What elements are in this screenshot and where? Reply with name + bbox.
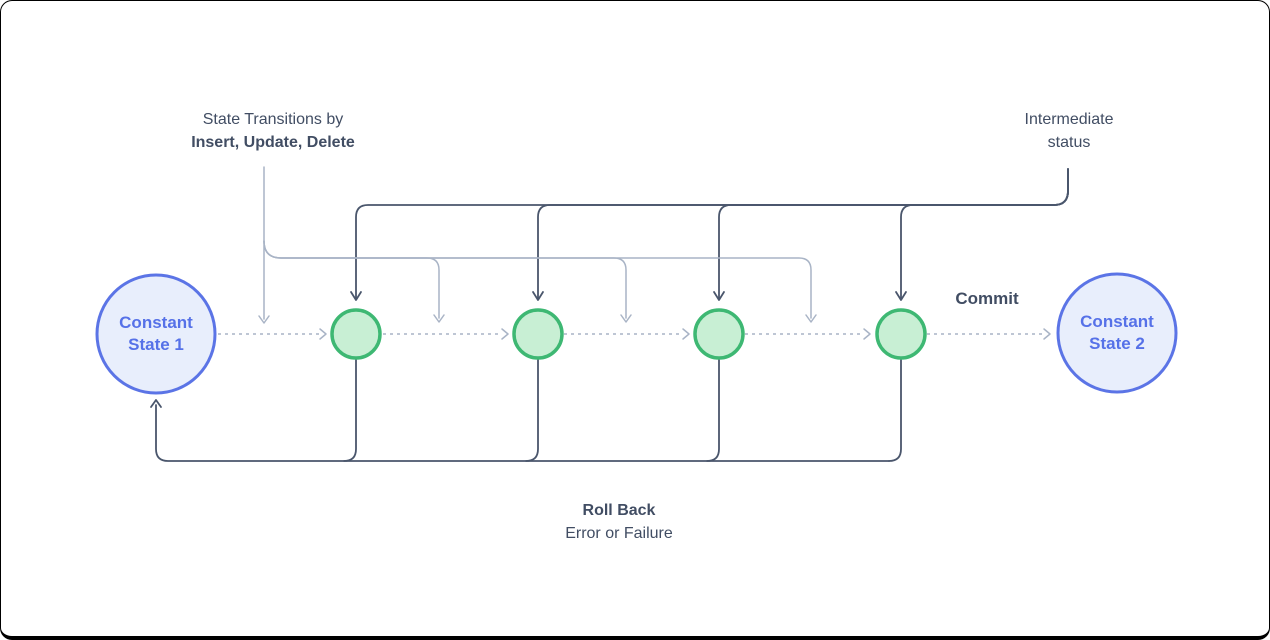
commit-label: Commit (955, 289, 1019, 308)
arrow-right-icon (1043, 328, 1051, 340)
intermediate-node (693, 308, 745, 360)
arrow-right-icon (863, 328, 871, 340)
intermediate-node (875, 308, 927, 360)
state1-label-line1: Constant (119, 313, 193, 332)
state2-label-line1: Constant (1080, 312, 1154, 331)
intermediate-arrow-line (355, 168, 1069, 299)
state2-label-line2: State 2 (1089, 334, 1145, 353)
rollback-return-line (155, 404, 890, 462)
transition-arrow-line (263, 240, 440, 319)
arrow-down-icon (895, 291, 907, 301)
state1-label-line2: State 1 (128, 335, 184, 354)
intermediate-status-line1: Intermediate (1024, 111, 1114, 128)
intermediate-arrow-line (537, 168, 1069, 299)
arrow-right-icon (682, 328, 690, 340)
transitions-label-line1: State Transitions by (202, 111, 344, 128)
arrow-down-icon (350, 291, 362, 301)
rollback-label: Roll Back Error or Failure (489, 499, 749, 545)
arrow-down-icon (258, 315, 270, 324)
arrow-down-icon (433, 314, 445, 323)
arrow-right-icon (501, 328, 509, 340)
intermediate-arrow-line (900, 168, 1069, 299)
arrow-right-icon (319, 328, 327, 340)
arrow-down-icon (532, 291, 544, 301)
intermediate-arrow-line (718, 168, 1069, 299)
rollback-drop-line (888, 359, 902, 462)
intermediate-node (512, 308, 564, 360)
rollback-drop-line (525, 359, 539, 462)
arrow-down-icon (620, 314, 632, 323)
rollback-drop-line (343, 359, 357, 462)
transition-arrow-line (263, 240, 627, 319)
transition-arrow-line (263, 240, 812, 319)
rollback-paths (150, 359, 902, 462)
state2-label: Constant State 2 (1057, 311, 1177, 355)
rollback-label-line1: Roll Back (582, 502, 656, 519)
state1-node (95, 273, 217, 395)
flow-dashed-arrows (218, 328, 1051, 340)
arrow-down-icon (713, 291, 725, 301)
state2-node (1056, 272, 1178, 394)
intermediate-status-line2: status (1047, 134, 1091, 151)
intermediate-status-label: Intermediate status (999, 108, 1139, 154)
intermediate-status-arrows (350, 168, 1069, 301)
arrow-up-icon (150, 399, 162, 408)
intermediate-node (330, 308, 382, 360)
transitions-label: State Transitions by Insert, Update, Del… (143, 108, 403, 154)
state1-label: Constant State 1 (96, 312, 216, 356)
state-transition-arrows (258, 166, 817, 324)
arrow-down-icon (805, 314, 817, 323)
rollback-label-line2: Error or Failure (565, 525, 673, 542)
transitions-label-line2: Insert, Update, Delete (191, 134, 355, 151)
rollback-drop-line (706, 359, 720, 462)
